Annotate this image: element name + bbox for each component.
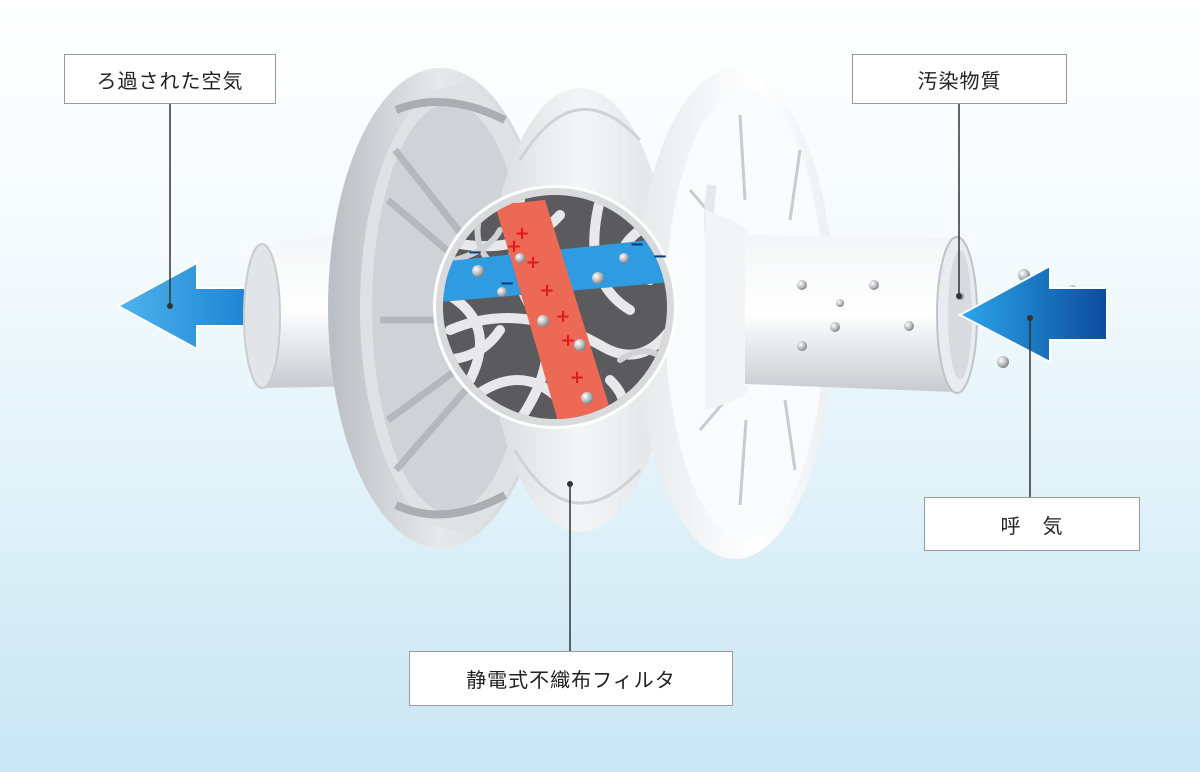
leader-lines	[169, 104, 1031, 651]
particle-icon	[904, 321, 914, 331]
positive-charge-sign: +	[555, 306, 570, 327]
magnified-fiber-inset: +++++++−−−−	[433, 185, 677, 429]
particle-icon	[869, 280, 879, 290]
particle-icon	[497, 287, 507, 297]
positive-charge-sign: +	[514, 223, 529, 244]
positive-charge-sign: +	[525, 252, 540, 273]
positive-charge-sign: +	[506, 236, 521, 257]
particle-icon	[997, 356, 1009, 368]
particle-icon	[592, 272, 604, 284]
particle-icon	[581, 392, 593, 404]
negative-charge-sign: −	[629, 234, 644, 255]
negative-charge-sign: −	[652, 246, 667, 267]
particle-icon	[797, 341, 807, 351]
particle-icon	[515, 253, 525, 263]
positive-charge-sign: +	[569, 367, 584, 388]
particle-icon	[836, 299, 844, 307]
particle-icon	[472, 265, 484, 277]
exhale-label: 呼 気	[924, 497, 1140, 551]
inlet-port	[705, 210, 978, 410]
electrostatic-filter-label: 静電式不織布フィルタ	[409, 651, 733, 706]
leader-dots	[167, 293, 1033, 487]
positive-fiber	[495, 200, 615, 419]
particle-icon	[619, 253, 629, 263]
filtered-air-label: ろ過された空気	[64, 54, 276, 104]
contaminant-label: 汚染物質	[852, 54, 1067, 104]
particle-icon	[537, 315, 549, 327]
positive-charge-sign: +	[539, 280, 554, 301]
particle-icon	[574, 339, 586, 351]
particle-icon	[797, 280, 807, 290]
right-arrow-icon	[957, 264, 1108, 364]
positive-charge-sign: +	[560, 330, 575, 351]
particle-icon	[830, 322, 840, 332]
negative-charge-sign: −	[467, 242, 482, 263]
